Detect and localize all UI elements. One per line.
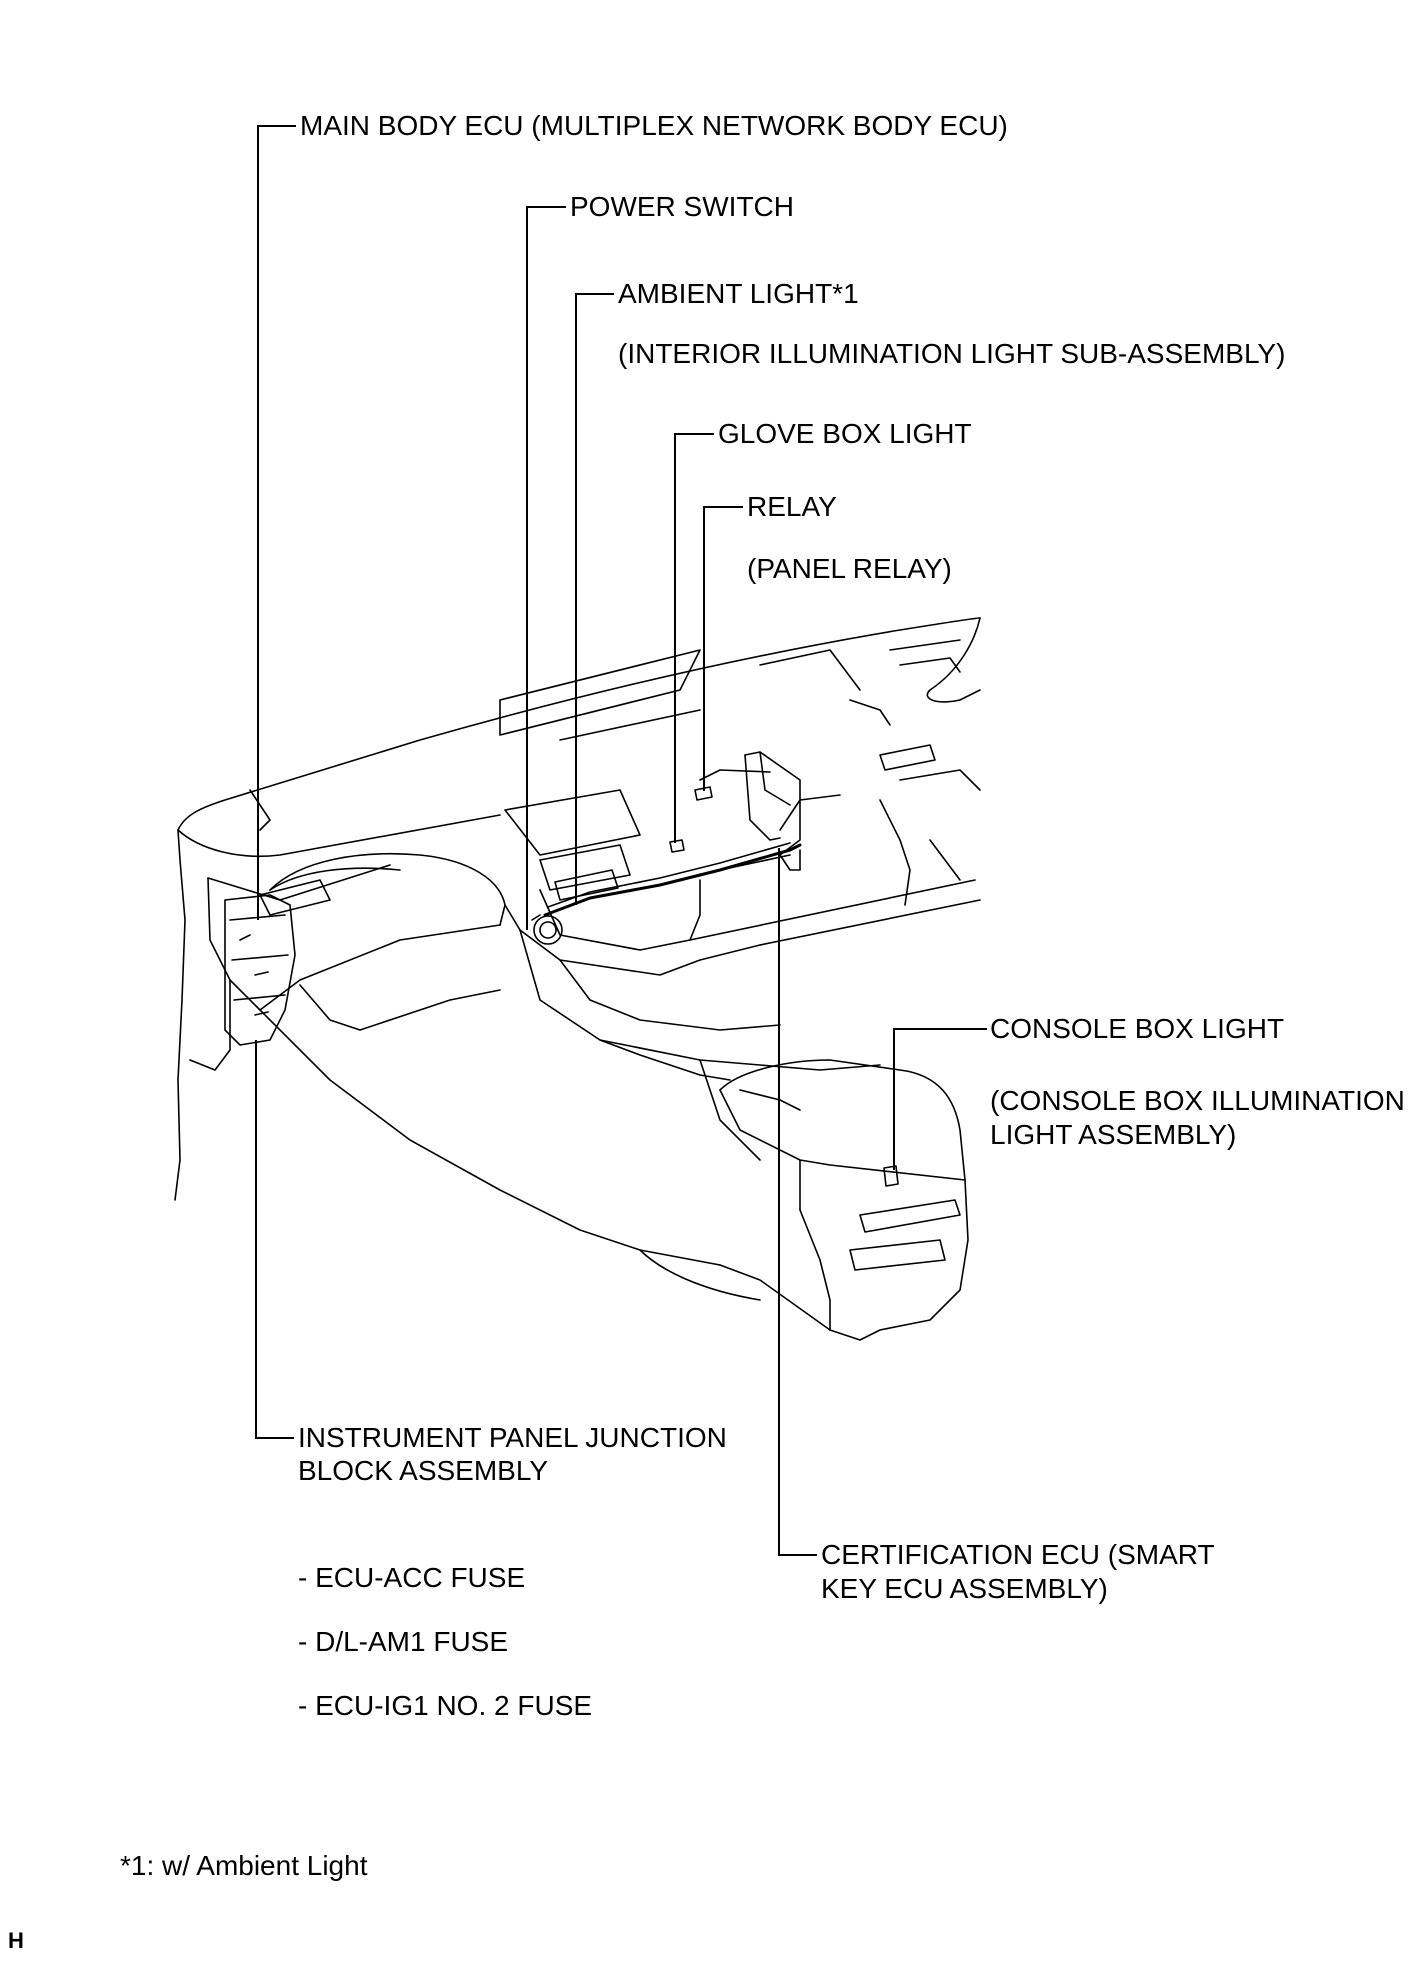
dashboard-outline — [174, 617, 981, 1341]
fuse-item: - D/L-AM1 FUSE — [298, 1626, 509, 1657]
label-ambient-light-sub: (INTERIOR ILLUMINATION LIGHT SUB-ASSEMBL… — [618, 338, 1286, 369]
corner-code: H — [8, 1928, 24, 1953]
leader-ambient-light — [575, 293, 614, 905]
label-ambient-light: AMBIENT LIGHT*1 — [618, 278, 859, 309]
label-certification-ecu-1: CERTIFICATION ECU (SMART — [821, 1539, 1215, 1570]
label-power-switch: POWER SWITCH — [570, 191, 794, 222]
leader-power-switch — [526, 206, 566, 930]
label-junction-block-2: BLOCK ASSEMBLY — [298, 1455, 549, 1486]
footnote: *1: w/ Ambient Light — [120, 1850, 368, 1881]
fuse-item: - ECU-ACC FUSE — [298, 1562, 526, 1593]
label-console-box-sub-1: (CONSOLE BOX ILLUMINATION — [990, 1085, 1405, 1116]
leader-glove-box-light — [674, 433, 714, 843]
label-relay-sub: (PANEL RELAY) — [747, 553, 952, 584]
label-console-box-sub-2: LIGHT ASSEMBLY) — [990, 1119, 1237, 1150]
leader-lines — [255, 125, 987, 1556]
fuse-item: - ECU-IG1 NO. 2 FUSE — [298, 1690, 593, 1721]
label-junction-block-1: INSTRUMENT PANEL JUNCTION — [298, 1422, 727, 1453]
leader-relay — [703, 506, 743, 791]
leader-console-box-light — [893, 1028, 987, 1170]
label-main-body-ecu: MAIN BODY ECU (MULTIPLEX NETWORK BODY EC… — [300, 110, 1008, 141]
leader-certification-ecu — [778, 848, 817, 1556]
label-relay: RELAY — [747, 491, 837, 522]
label-console-box-light: CONSOLE BOX LIGHT — [990, 1013, 1285, 1044]
label-glove-box-light: GLOVE BOX LIGHT — [718, 418, 972, 449]
leader-main-body-ecu — [257, 125, 296, 920]
leader-junction-block — [255, 1040, 294, 1439]
label-certification-ecu-2: KEY ECU ASSEMBLY) — [821, 1573, 1108, 1604]
